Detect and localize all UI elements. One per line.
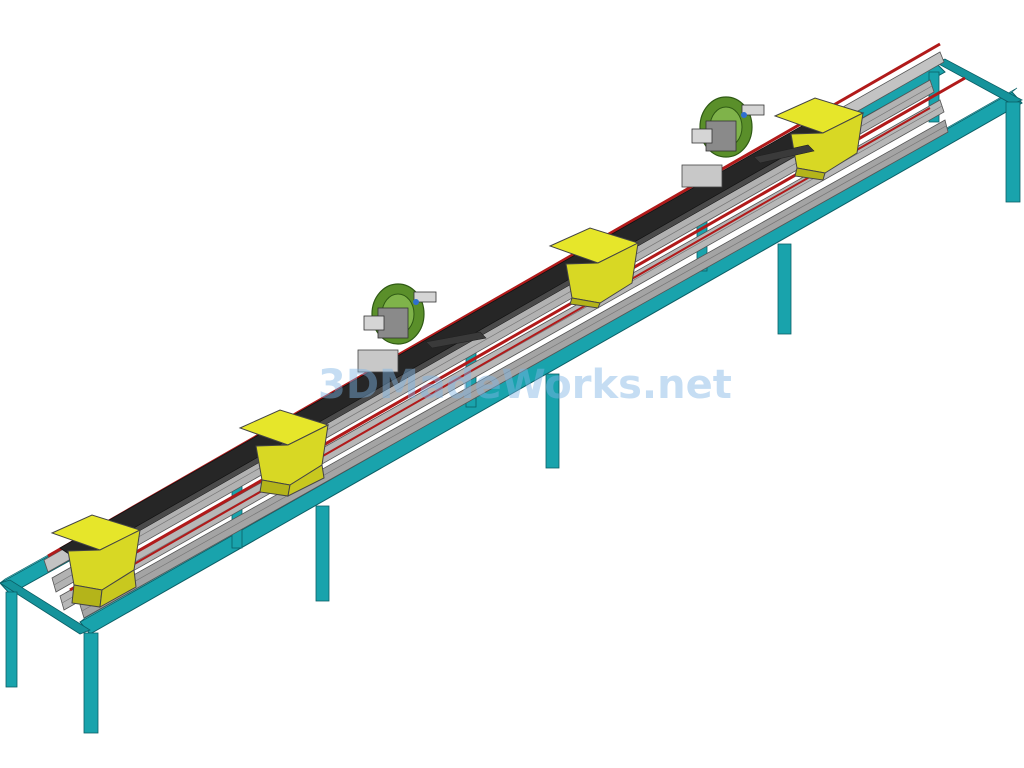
frame-front-beam xyxy=(79,91,1023,635)
saddle-support xyxy=(238,409,330,497)
belt-edge xyxy=(77,119,849,567)
frame-leg xyxy=(1005,101,1021,203)
red-strip xyxy=(74,107,931,599)
saddle-supports xyxy=(50,97,865,608)
frame-leg xyxy=(777,243,792,335)
belt-surface xyxy=(59,109,849,561)
frame-leg xyxy=(5,591,18,688)
frame-cross-left xyxy=(0,579,91,635)
saddle-support xyxy=(773,97,865,181)
frame xyxy=(0,57,1023,734)
drive-unit xyxy=(681,96,815,188)
rail xyxy=(79,119,949,619)
frame-cross-right xyxy=(933,58,1023,105)
frame-leg xyxy=(83,632,99,734)
frame-leg xyxy=(315,505,330,602)
saddle-support xyxy=(548,227,640,309)
saddle-support xyxy=(50,514,142,608)
drive-unit xyxy=(357,283,487,373)
frame-leg xyxy=(545,373,560,469)
drive-units xyxy=(357,96,815,373)
